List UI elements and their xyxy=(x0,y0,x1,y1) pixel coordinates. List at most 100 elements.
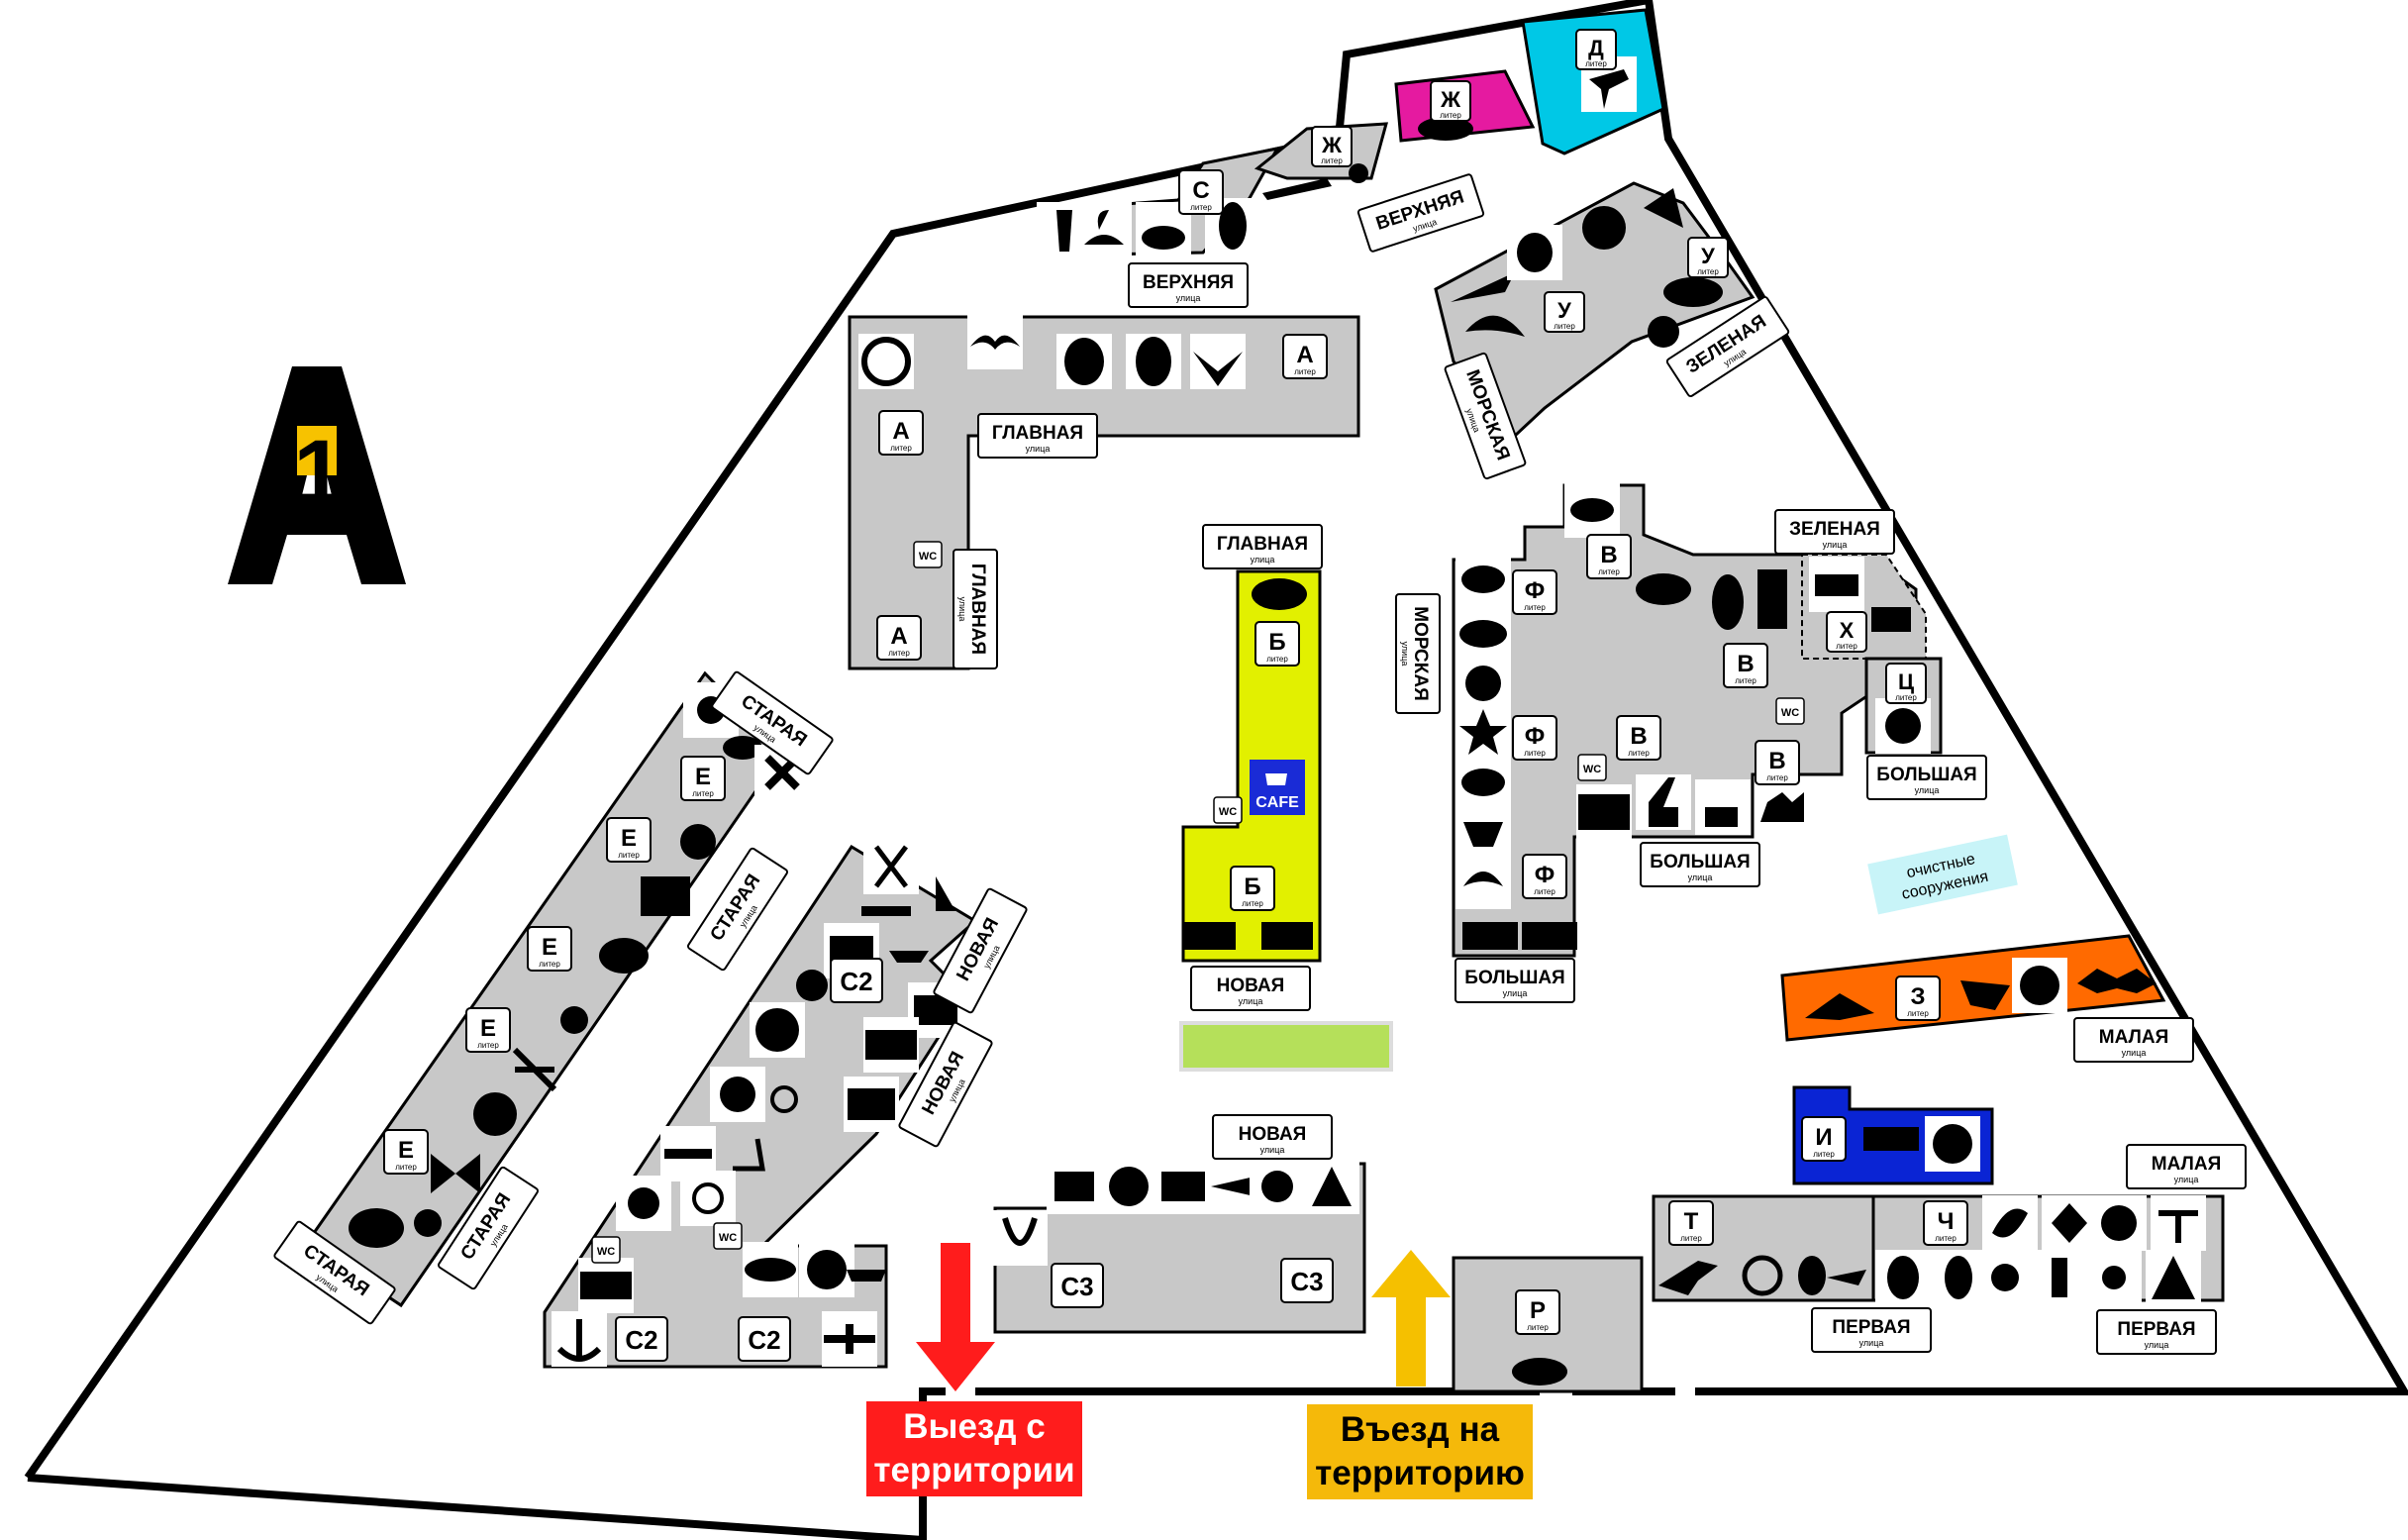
motorcycle-icon xyxy=(692,1182,724,1214)
soccer-icon xyxy=(755,1008,799,1052)
litera-v: В xyxy=(1600,542,1617,568)
eagle-icon xyxy=(1193,352,1243,386)
camel-icon xyxy=(1760,792,1804,822)
piano-icon xyxy=(1161,1172,1205,1201)
litera-kh: Х xyxy=(1840,618,1855,643)
guitar-icon xyxy=(1261,1171,1293,1202)
palm-icon xyxy=(2158,1210,2198,1243)
litera-d: Д xyxy=(1588,36,1604,60)
litera-t: Т xyxy=(1684,1208,1699,1235)
litera-u: У xyxy=(1557,298,1571,323)
entry-arrow-icon xyxy=(1371,1250,1451,1386)
dragonfly-icon xyxy=(512,1047,557,1092)
entry-label: Въезд на территорию xyxy=(1307,1404,1533,1499)
scooter-icon xyxy=(733,1138,765,1172)
kettlebell-icon xyxy=(720,1077,755,1112)
bird-icon xyxy=(1827,1270,1866,1285)
svg-text:улица: улица xyxy=(1688,873,1713,882)
panda-icon xyxy=(2020,966,2059,1005)
svg-text:литер: литер xyxy=(1895,693,1917,702)
svg-text:литер: литер xyxy=(1440,111,1461,120)
litera-u: У xyxy=(1701,244,1715,268)
pig-icon-2 xyxy=(1252,578,1307,610)
drum-icon xyxy=(1109,1167,1149,1206)
strawberry-icon xyxy=(1887,1256,1919,1299)
trumpet-icon xyxy=(1211,1177,1254,1196)
svg-text:улица: улица xyxy=(2122,1048,2147,1058)
airplane-icon xyxy=(824,1324,875,1354)
svg-text:литер: литер xyxy=(1935,1234,1956,1243)
street-novaya: НОВАЯ xyxy=(1217,975,1285,996)
lyre-icon xyxy=(1002,1217,1038,1246)
oak-icon xyxy=(2101,1205,2137,1241)
leaf-icon xyxy=(1992,1208,2028,1238)
dinosaur-icon xyxy=(1658,1261,1718,1295)
zebra-icon xyxy=(1261,922,1313,950)
stork-icon xyxy=(1589,69,1629,109)
svg-text:литер: литер xyxy=(1524,603,1546,612)
bus-icon xyxy=(580,1272,632,1299)
duck-icon xyxy=(1142,226,1185,250)
litera-v: В xyxy=(1737,651,1754,677)
svg-text:литер: литер xyxy=(1524,749,1546,758)
svg-text:литер: литер xyxy=(1554,322,1575,331)
hedgehog-icon xyxy=(1636,573,1691,605)
svg-text:литер: литер xyxy=(1813,1150,1835,1159)
balalaika-icon xyxy=(1312,1167,1352,1206)
maple-icon xyxy=(2052,1203,2087,1243)
exit-arrow-icon xyxy=(916,1243,995,1391)
litera-e: Е xyxy=(621,825,637,852)
litera-v: В xyxy=(1768,748,1785,774)
wc-label: WC xyxy=(919,551,937,563)
litera-s: С xyxy=(1192,177,1209,204)
panther-icon xyxy=(1863,1127,1919,1151)
svg-text:литер: литер xyxy=(1585,59,1607,68)
litera-v: В xyxy=(1630,723,1647,750)
caterpillar-icon xyxy=(723,736,762,760)
street-glavnaya: ГЛАВНАЯ xyxy=(967,564,988,655)
balloon-icon xyxy=(807,1250,847,1289)
chick-icon xyxy=(1064,338,1104,385)
litera-f: Ф xyxy=(1535,862,1555,888)
raccoon-icon xyxy=(1885,708,1921,744)
svg-text:улица: улица xyxy=(1503,988,1528,998)
sailboat-icon xyxy=(936,876,955,911)
street-pervaya: ПЕРВАЯ xyxy=(2117,1319,2195,1340)
giraffe-icon xyxy=(1649,777,1678,827)
logo-number: 1 xyxy=(293,422,344,523)
exit-label: Выезд с территории xyxy=(866,1401,1082,1496)
wc-label: WC xyxy=(1583,764,1601,775)
svg-text:улица: улица xyxy=(1026,444,1051,454)
svg-text:литер: литер xyxy=(1294,367,1316,376)
wc-label: WC xyxy=(1219,806,1237,818)
cafe-label: CAFE xyxy=(1255,794,1299,811)
litera-z: З xyxy=(1910,983,1925,1010)
svg-text:улица: улица xyxy=(2174,1175,2199,1184)
cow-icon xyxy=(1462,922,1518,950)
svg-text:литер: литер xyxy=(1697,267,1719,276)
svg-text:литер: литер xyxy=(1321,156,1343,165)
helicopter-icon xyxy=(847,1270,886,1282)
svg-text:литер: литер xyxy=(890,444,912,453)
svg-text:улица: улица xyxy=(1915,785,1940,795)
litera-c2: С2 xyxy=(748,1325,780,1355)
svg-text:улица: улица xyxy=(957,597,967,622)
polar-bear-icon xyxy=(1512,1358,1567,1386)
svg-text:улица: улица xyxy=(1176,293,1201,303)
truck-icon xyxy=(865,1030,917,1060)
crocodile-icon xyxy=(1262,178,1332,200)
street-glavnaya: ГЛАВНАЯ xyxy=(992,423,1083,444)
svg-text:улица: улица xyxy=(1859,1338,1884,1348)
litera-zh: Ж xyxy=(1321,133,1342,157)
litera-i: И xyxy=(1815,1124,1832,1151)
litera-e: Е xyxy=(695,764,711,790)
litera-c3: С3 xyxy=(1290,1267,1323,1296)
pig-icon xyxy=(1522,922,1577,950)
building-a[interactable] xyxy=(848,315,1360,670)
icon-tiles xyxy=(349,56,2206,1386)
cat-icon xyxy=(1815,574,1858,596)
litera-c2: С2 xyxy=(625,1325,657,1355)
svg-text:литер: литер xyxy=(888,649,910,658)
wc-label: WC xyxy=(1781,707,1799,719)
cherry-icon xyxy=(2102,1266,2126,1289)
